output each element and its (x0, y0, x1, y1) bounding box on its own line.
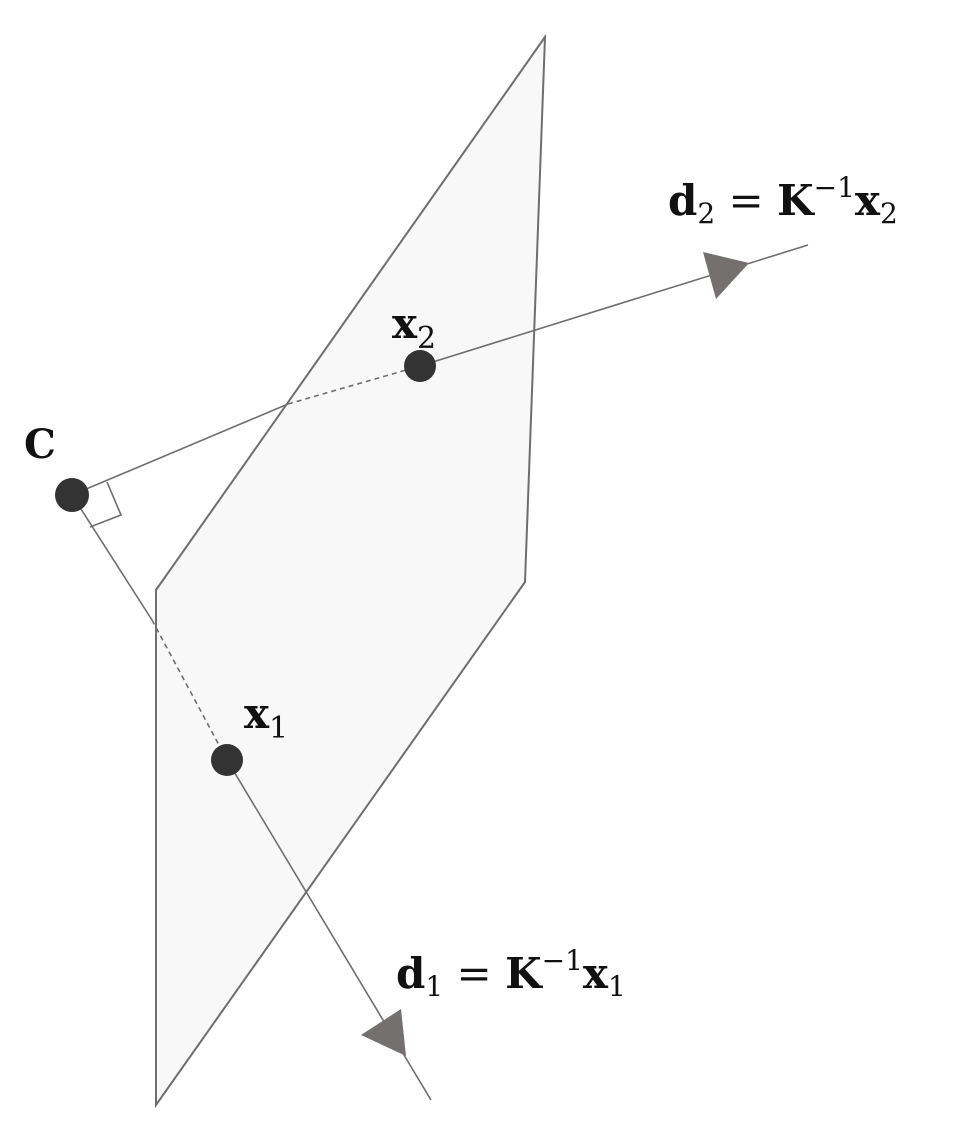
point-x2 (404, 350, 436, 382)
label-ray-1-equation: d1 = K−1x1 (396, 944, 626, 1003)
label-camera-center: C (24, 421, 56, 468)
eq2-K: K (777, 176, 815, 225)
point-x1 (211, 744, 243, 776)
label-x1-base: x (244, 689, 270, 738)
eq2-x-sub: 2 (880, 197, 898, 230)
ray-1-arrowhead (361, 1009, 406, 1056)
right-angle-marker (89, 481, 123, 528)
eq1-x-sub: 1 (608, 970, 626, 1003)
ray-2-dashed-segment (287, 365, 421, 405)
ray-2-arrowhead (703, 252, 749, 299)
ray-2-behind-plane (71, 403, 289, 496)
eq2-d-sub: 2 (697, 197, 715, 230)
eq1-K-sup: −1 (542, 944, 583, 977)
eq1-x: x (583, 949, 609, 998)
label-ray-2-equation: d2 = K−1x2 (668, 171, 898, 230)
eq1-equals: = (443, 949, 505, 998)
eq1-d: d (396, 949, 425, 998)
camera-center-point (55, 478, 89, 512)
eq2-d: d (668, 176, 697, 225)
eq2-K-sup: −1 (814, 171, 855, 204)
eq1-d-sub: 1 (425, 970, 443, 1003)
image-plane (155, 33, 547, 1109)
label-point-x2: x2 (392, 299, 436, 356)
eq2-x: x (855, 176, 881, 225)
eq1-K: K (505, 949, 543, 998)
ray-1-behind-plane (71, 494, 153, 621)
label-point-x1: x1 (244, 689, 288, 746)
label-x2-base: x (392, 299, 418, 348)
label-x1-sub: 1 (269, 711, 288, 746)
label-x2-sub: 2 (417, 321, 436, 356)
eq2-equals: = (715, 176, 777, 225)
